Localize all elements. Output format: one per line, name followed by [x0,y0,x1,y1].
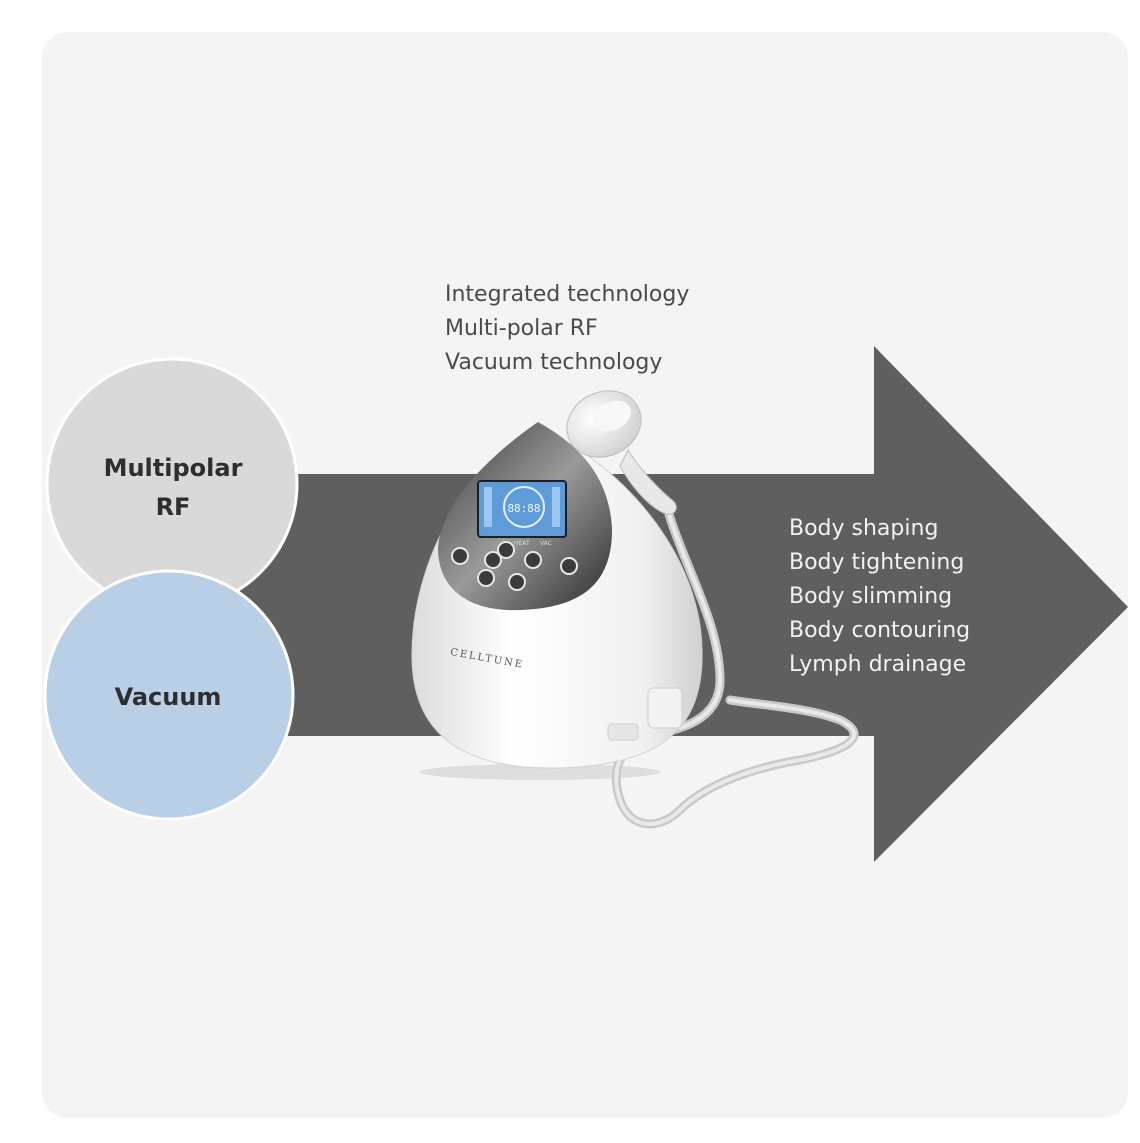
device-button [451,547,469,565]
heat-button-label: HEAT [514,540,530,547]
technology-list: Integrated technology Multi-polar RF Vac… [445,282,689,375]
benefit-item: Body tightening [789,550,964,575]
celltune-device-image: 88:88 HEAT VAC CELLTUNE [411,390,859,829]
device-button [484,551,502,569]
device-button [560,557,578,575]
device-button [524,551,542,569]
device-button [497,541,515,559]
benefit-item: Body contouring [789,618,970,643]
rf-handpiece [566,390,677,515]
vacuum-circle: Vacuum [43,569,295,821]
device-button [508,573,526,591]
technology-item: Integrated technology [445,282,689,307]
benefit-item: Body slimming [789,584,952,609]
multipolar-rf-circle: Multipolar RF [45,357,299,611]
vac-button-label: VAC [540,540,552,547]
device-buttons [451,541,578,591]
device-screen-readout: 88:88 [507,502,540,515]
technology-item: Vacuum technology [445,350,662,375]
benefits-list: Body shaping Body tightening Body slimmi… [789,516,970,677]
multipolar-rf-label-line2: RF [156,493,191,521]
device-button [477,569,495,587]
vacuum-label: Vacuum [115,683,222,711]
benefit-item: Lymph drainage [789,652,966,677]
hose-connector [607,687,683,741]
multipolar-rf-label-line1: Multipolar [104,454,243,482]
device-screen [477,480,567,538]
benefit-item: Body shaping [789,516,938,541]
technology-item: Multi-polar RF [445,316,598,341]
